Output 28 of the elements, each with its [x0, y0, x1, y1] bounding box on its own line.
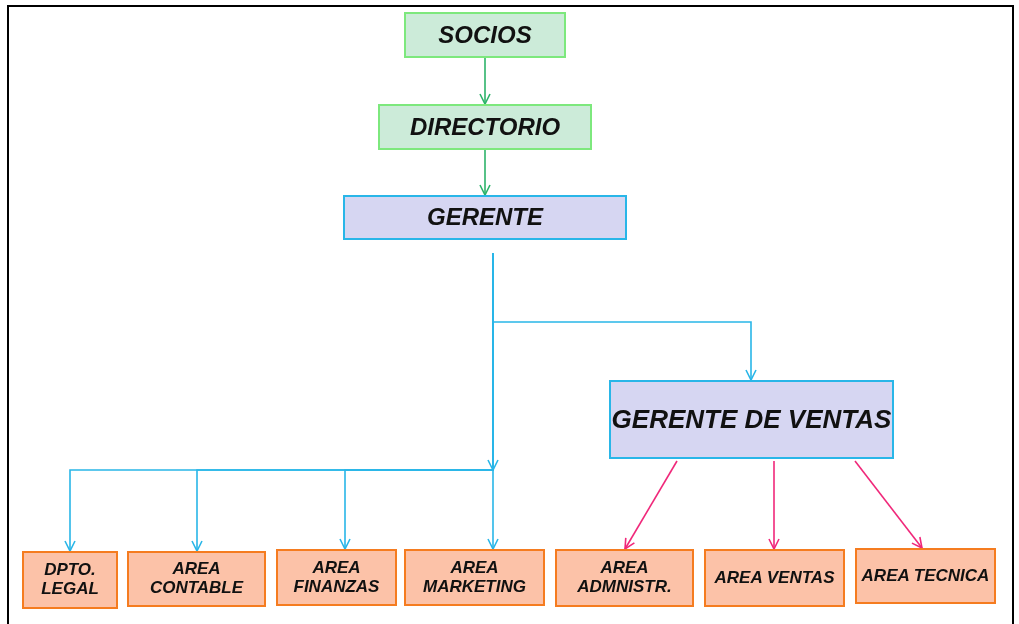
manager-box — [343, 195, 627, 240]
arrow — [479, 57, 491, 105]
box-label: GERENTE — [427, 204, 543, 231]
arrow — [624, 460, 678, 550]
box-label: SOCIOS — [438, 21, 532, 49]
department-box — [404, 549, 545, 606]
arrow — [768, 460, 780, 550]
arrow — [487, 252, 499, 550]
box-label: AREA MARKETING — [422, 558, 527, 597]
box-label: GERENTE DE VENTAS — [611, 405, 892, 434]
department-box — [276, 549, 397, 606]
department-box — [22, 551, 118, 609]
box-label: AREA TECNICA — [861, 566, 990, 586]
box-label: AREA ADMNISTR. — [576, 559, 673, 597]
board-box — [378, 104, 592, 150]
box-label: AREA CONTABLE — [148, 560, 245, 598]
department-box — [127, 551, 266, 607]
arrow — [479, 149, 491, 196]
box-label: DIRECTORIO — [409, 113, 561, 141]
department-box — [555, 549, 694, 607]
department-box — [704, 549, 845, 607]
manager-box — [609, 380, 894, 459]
arrow — [854, 460, 923, 549]
department-box — [855, 548, 996, 604]
box-label: AREA VENTAS — [714, 568, 835, 588]
board-box — [404, 12, 566, 58]
box-label: DPTO. LEGAL — [40, 561, 100, 599]
box-label: AREA FINANZAS — [292, 558, 381, 597]
